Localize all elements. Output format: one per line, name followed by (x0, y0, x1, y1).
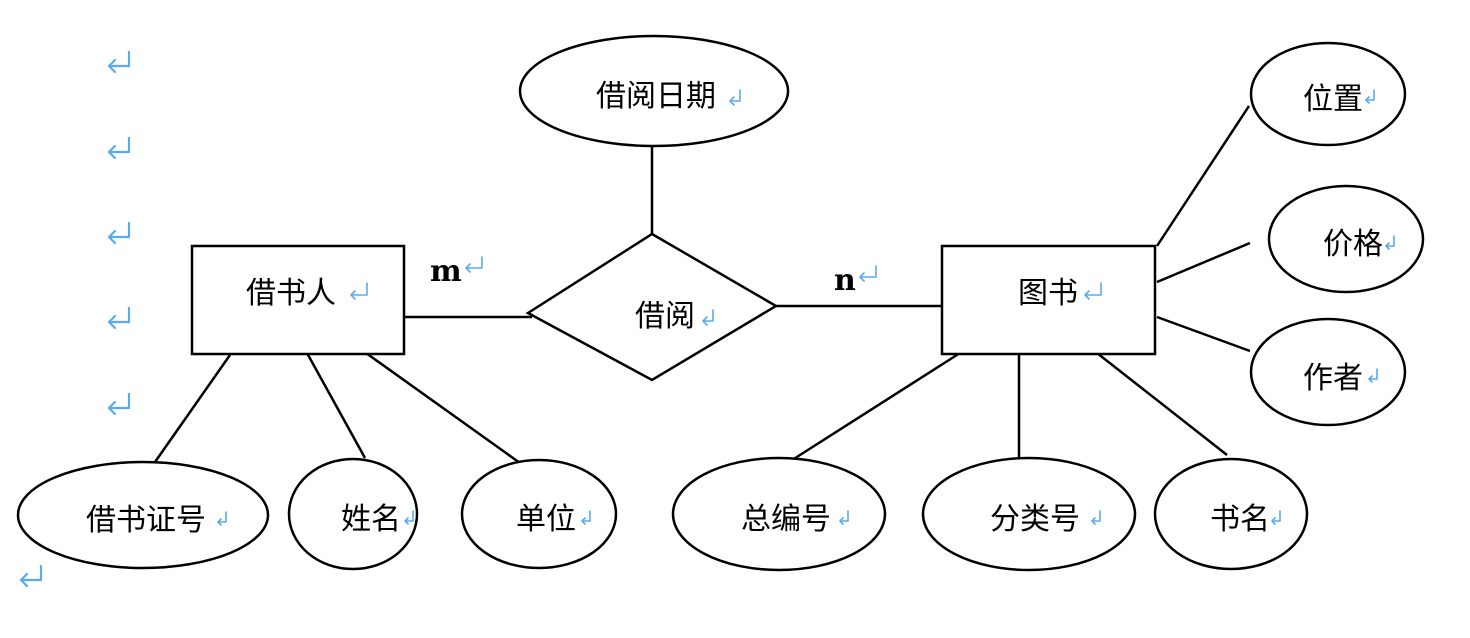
paragraph-mark-icon (107, 50, 131, 74)
attribute-label: 书名 (1210, 502, 1270, 537)
borrower-card-no-connector (153, 354, 232, 463)
attribute-borrow-date: 借阅日期 (518, 34, 790, 148)
paragraph-mark-icon (19, 564, 43, 588)
attribute-ellipse (921, 456, 1137, 572)
entity-label: 图书 (1018, 276, 1078, 311)
paragraph-mark-icon (581, 510, 591, 525)
paragraph-mark-icon (350, 282, 368, 300)
connectors (153, 105, 1251, 465)
attribute-total-no: 总编号 (671, 456, 887, 572)
attribute-label: 作者 (1303, 361, 1363, 396)
paragraph-mark-icon (107, 392, 131, 416)
paragraph-mark-icon (217, 511, 227, 526)
book-title-connector (1096, 352, 1228, 456)
attribute-ellipse (671, 456, 887, 572)
cardinalities: m n (430, 254, 877, 298)
book-price-connector (1156, 241, 1251, 284)
entity-box (940, 244, 1157, 356)
attribute-label: 价格 (1323, 227, 1383, 262)
borrower-name-connector (305, 352, 367, 459)
attribute-ellipse (16, 460, 270, 570)
paragraph-mark-icon (839, 510, 849, 525)
entity-borrower: 借书人 (190, 244, 406, 356)
attribute-label: 单位 (516, 502, 576, 537)
attribute-label: 总编号 (741, 502, 831, 537)
attribute-location: 位置 (1249, 41, 1407, 147)
attribute-label: 借书证号 (86, 503, 206, 538)
entity-box (190, 244, 406, 356)
attribute-ellipse (518, 34, 790, 148)
relationship-label: 借阅 (635, 299, 695, 334)
paragraph-mark-icon (1084, 282, 1102, 300)
attribute-ellipse (1153, 457, 1309, 571)
relationship-diamond (525, 232, 779, 382)
paragraph-mark-icon (1368, 368, 1378, 383)
relationship-borrow: 借阅 (525, 232, 779, 382)
attribute-ellipse (1249, 41, 1407, 147)
attribute-unit: 单位 (460, 458, 618, 570)
cardinality-m: m (430, 254, 462, 289)
paragraph-marks-margin (19, 50, 131, 588)
paragraph-mark-icon (1271, 510, 1281, 525)
paragraph-mark-icon (859, 265, 877, 282)
attribute-price: 价格 (1267, 184, 1425, 294)
paragraph-mark-icon (107, 136, 131, 160)
book-location-connector (1155, 105, 1251, 247)
attribute-label: 位置 (1303, 82, 1363, 117)
paragraph-mark-icon (107, 221, 131, 245)
attribute-ellipse (460, 458, 618, 570)
paragraph-mark-icon (1091, 510, 1101, 525)
attribute-name: 姓名 (287, 457, 419, 571)
paragraph-mark-icon (404, 510, 414, 525)
entity-label: 借书人 (246, 276, 336, 311)
attribute-card-no: 借书证号 (16, 460, 270, 570)
attribute-label: 姓名 (341, 502, 401, 537)
paragraph-mark-icon (1385, 235, 1395, 250)
attribute-label: 分类号 (990, 502, 1080, 537)
book-total-no-connector (788, 351, 961, 464)
attribute-title: 书名 (1153, 457, 1309, 571)
cardinality-n: n (834, 263, 856, 298)
paragraph-mark-icon (1365, 89, 1375, 104)
borrower-unit-connector (365, 351, 521, 465)
attribute-ellipse (1249, 317, 1407, 427)
paragraph-mark-icon (702, 309, 714, 326)
attribute-author: 作者 (1249, 317, 1407, 427)
book-author-connector (1156, 315, 1251, 353)
paragraph-mark-icon (729, 89, 741, 106)
attribute-label: 借阅日期 (596, 79, 716, 114)
paragraph-mark-icon (107, 306, 131, 330)
paragraph-mark-icon (465, 256, 483, 273)
entity-book: 图书 (940, 244, 1157, 356)
attribute-ellipse (287, 457, 419, 571)
attribute-class-no: 分类号 (921, 456, 1137, 572)
attribute-ellipse (1267, 184, 1425, 294)
